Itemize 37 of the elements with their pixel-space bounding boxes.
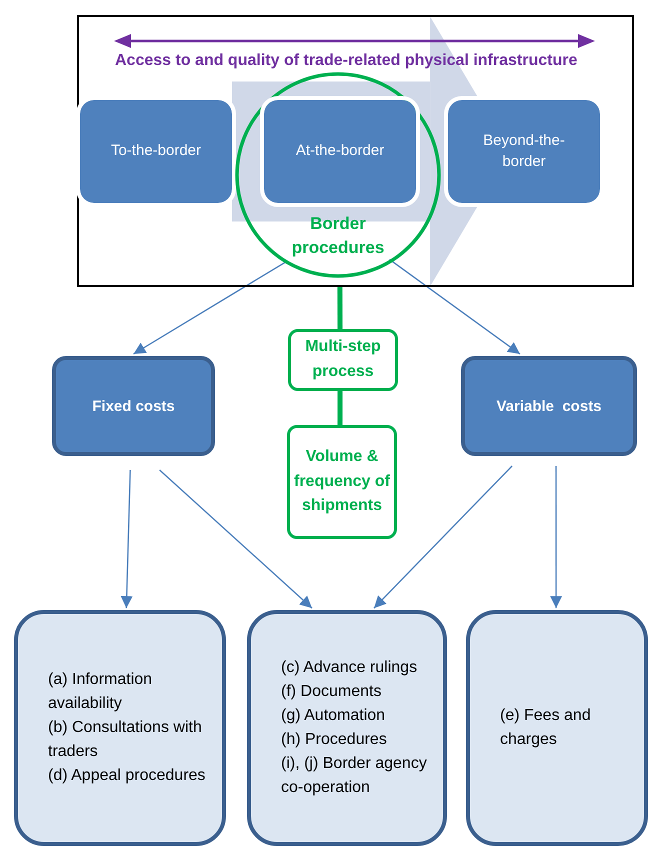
- factor-label: Multi-step process: [304, 337, 382, 382]
- measures-box: [247, 610, 447, 846]
- factor-label: Volume & frequency of shipments: [292, 446, 391, 516]
- measure-item: (h) Procedures: [281, 730, 387, 750]
- cost-box: [461, 356, 637, 456]
- circle-label: Border procedures: [290, 213, 386, 260]
- arrow: [550, 466, 562, 608]
- measures-box: [466, 610, 648, 846]
- measure-item: (c) Advance rulings: [281, 658, 418, 678]
- cost-box: [52, 356, 215, 456]
- measure-item: (d) Appeal procedures: [48, 766, 206, 786]
- stage-label: At-the-border: [296, 141, 384, 162]
- measure-item: (e) Fees and charges: [500, 706, 592, 750]
- infrastructure-label: Access to and quality of trade-related physical infrastructure: [115, 52, 578, 70]
- stage-box: [80, 100, 232, 203]
- stage-label: Beyond-the-border: [482, 131, 566, 172]
- measures-box: [14, 610, 226, 846]
- connector-line: [337, 287, 343, 329]
- stage-box: [448, 100, 600, 203]
- frame-box: [77, 15, 634, 287]
- arrow: [133, 260, 287, 355]
- measure-item: (a) Information availability: [48, 670, 154, 714]
- measure-item: (i), (j) Border agency co-operation: [281, 754, 428, 798]
- stage-box: [264, 100, 416, 203]
- cost-label: Variable costs: [496, 398, 602, 414]
- arrow: [159, 470, 312, 609]
- connector-line: [338, 391, 343, 425]
- stage-label: To-the-border: [110, 141, 202, 162]
- arrow: [374, 466, 512, 609]
- measure-item: (f) Documents: [281, 682, 382, 702]
- factor-box: [287, 425, 397, 539]
- arrow: [120, 470, 133, 608]
- cost-label: Fixed costs: [92, 398, 175, 414]
- measure-item: (b) Consultations with traders: [48, 718, 203, 762]
- measure-item: (g) Automation: [281, 706, 386, 726]
- arrow: [389, 258, 520, 355]
- factor-box: [288, 329, 398, 391]
